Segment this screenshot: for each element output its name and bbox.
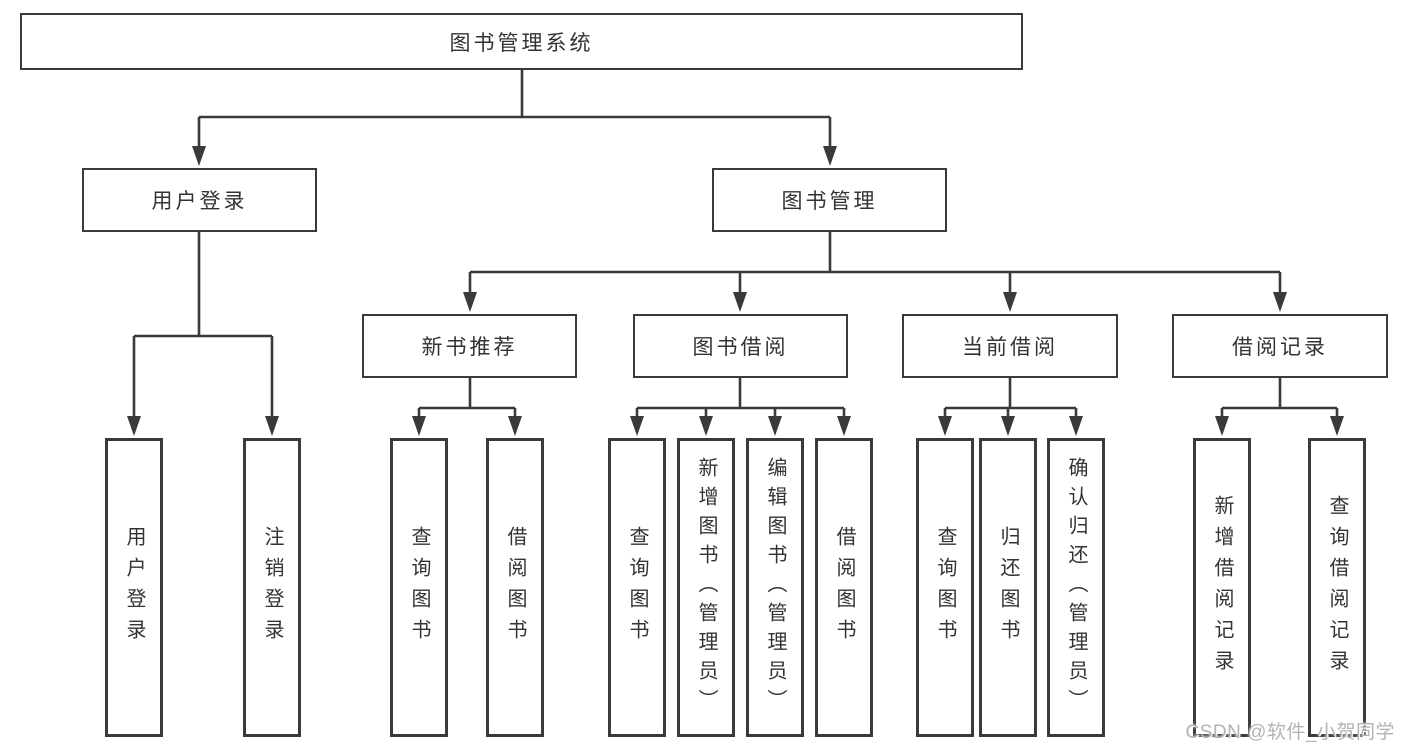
node-book-borrow: 图书借阅: [633, 314, 848, 378]
node-label: 图书管理系统: [449, 31, 594, 55]
leaf-borrow-books-recommend: 借阅图书: [486, 438, 544, 737]
leaf-query-books-recommend: 查询图书: [390, 438, 448, 737]
node-label: 编辑图书（管理员）: [764, 457, 786, 718]
node-label: 图书借阅: [692, 336, 789, 359]
node-label: 查询图书: [408, 525, 430, 650]
node-label: 查询图书: [626, 525, 648, 650]
node-label: 确认归还（管理员）: [1065, 457, 1087, 718]
leaf-edit-book-admin: 编辑图书（管理员）: [746, 438, 804, 737]
node-label: 新增借阅记录: [1211, 494, 1233, 681]
node-label: 用户登录: [151, 190, 248, 213]
node-borrow-records: 借阅记录: [1172, 314, 1388, 378]
node-label: 当前借阅: [962, 336, 1058, 359]
node-book-management: 图书管理: [712, 168, 947, 232]
node-current-borrow: 当前借阅: [902, 314, 1118, 378]
leaf-borrow-books: 借阅图书: [815, 438, 873, 737]
node-label: 借阅记录: [1232, 336, 1328, 359]
node-label: 图书管理: [781, 190, 878, 213]
csdn-watermark: CSDN @软件_小贺同学: [1185, 722, 1395, 743]
leaf-user-login: 用户登录: [105, 438, 163, 737]
leaf-logout: 注销登录: [243, 438, 301, 737]
node-label: 新增图书（管理员）: [695, 457, 717, 718]
leaf-return-book: 归还图书: [979, 438, 1037, 737]
node-label: 借阅图书: [504, 525, 526, 650]
node-label: 借阅图书: [833, 525, 855, 650]
leaf-add-book-admin: 新增图书（管理员）: [677, 438, 735, 737]
node-book-management-system: 图书管理系统: [20, 13, 1023, 70]
node-label: 注销登录: [261, 525, 283, 650]
node-user-login: 用户登录: [82, 168, 317, 232]
leaf-add-borrow-record: 新增借阅记录: [1193, 438, 1251, 737]
node-label: 查询借阅记录: [1326, 494, 1348, 681]
leaf-query-books-current: 查询图书: [916, 438, 974, 737]
leaf-query-borrow-record: 查询借阅记录: [1308, 438, 1366, 737]
leaf-query-books-borrow: 查询图书: [608, 438, 666, 737]
node-label: 新书推荐: [421, 336, 518, 359]
leaf-confirm-return-admin: 确认归还（管理员）: [1047, 438, 1105, 737]
node-new-book-recommend: 新书推荐: [362, 314, 577, 378]
node-label: 归还图书: [997, 525, 1019, 650]
node-label: 查询图书: [934, 525, 956, 650]
node-label: 用户登录: [123, 525, 145, 650]
